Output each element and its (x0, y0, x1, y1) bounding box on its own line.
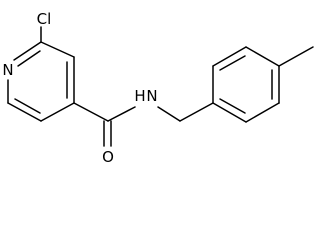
atom-label-amide-nitrogen: N (146, 87, 157, 105)
bond-c5-c6 (7, 102, 42, 122)
atom-label-chlorine: Cl (37, 10, 52, 28)
bond-n1-c2 (13, 41, 42, 61)
bond-ch2-ring (179, 102, 214, 122)
bond-c4-c5 (40, 102, 75, 122)
atom-label-ring-nitrogen: N (2, 61, 13, 79)
bond-a5-a6 (245, 102, 280, 123)
bond-a2-a3-inner (219, 55, 246, 71)
chemical-structure-diagram: Cl N O H N (2, 10, 314, 166)
bond-c5-c6-inner (14, 98, 41, 114)
bond-c2-c3 (40, 41, 75, 58)
pyridine-ring (7, 41, 75, 122)
bond-n1-c2-inner (17, 50, 41, 67)
bond-ring-methyl (278, 46, 314, 67)
bond-a6-a1 (212, 102, 247, 123)
toluene-ring (212, 46, 280, 123)
bond-carbonyl-n (107, 106, 136, 122)
bond-a2-a3 (212, 46, 247, 67)
bond-a3-a4 (245, 46, 280, 67)
atom-label-amide-hydrogen: H (134, 87, 145, 105)
bond-c4-carbonyl (73, 102, 109, 122)
bond-a6-a1-inner (219, 98, 246, 114)
bond-n-ch2 (157, 106, 181, 122)
amide-group (73, 102, 214, 147)
atom-label-carbonyl-oxygen: O (102, 148, 114, 166)
